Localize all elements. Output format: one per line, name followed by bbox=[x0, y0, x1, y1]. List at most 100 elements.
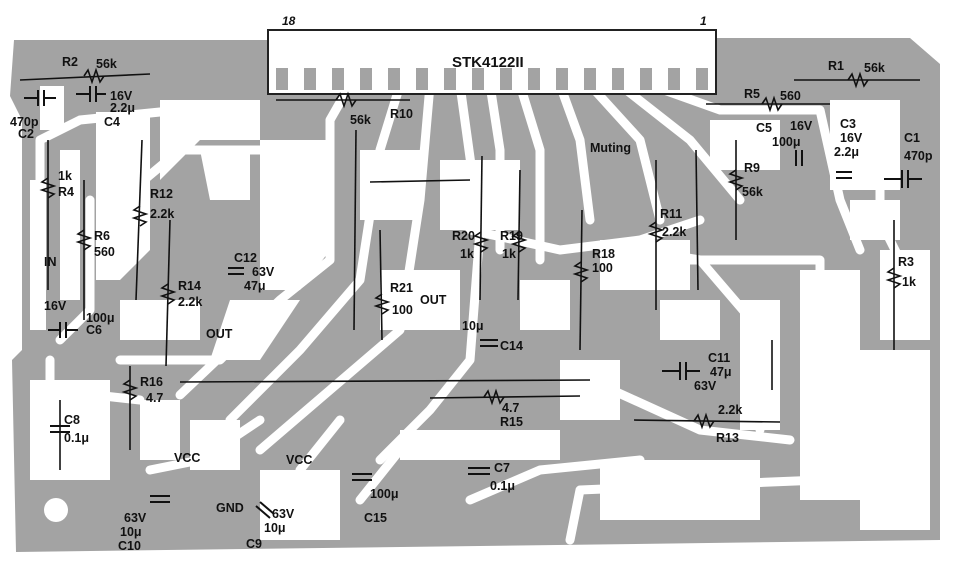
label-r21-value: 100 bbox=[392, 303, 413, 317]
label-c5-voltage: 16V bbox=[790, 119, 813, 133]
capacitor-c15 bbox=[352, 473, 372, 481]
resistor-r4 bbox=[39, 177, 57, 199]
capacitor-c8 bbox=[50, 425, 70, 433]
resistor-r14 bbox=[159, 283, 177, 305]
label-c2-value: 470p bbox=[10, 115, 39, 129]
label-r10-value: 56k bbox=[350, 113, 371, 127]
label-c11-value: 47μ bbox=[710, 365, 732, 379]
resistor-r20 bbox=[472, 231, 490, 253]
mounting-hole bbox=[44, 498, 68, 522]
label-c14-value: 10μ bbox=[462, 319, 484, 333]
label-c5-value: 100μ bbox=[772, 135, 801, 149]
capacitor-c3 bbox=[836, 171, 852, 179]
resistor-r11 bbox=[647, 221, 665, 243]
label-r6-value: 560 bbox=[94, 245, 115, 259]
resistor-r1 bbox=[847, 71, 869, 89]
label-r5-value: 560 bbox=[780, 89, 801, 103]
label-c7-value: 0.1μ bbox=[490, 479, 515, 493]
label-r9-value: 56k bbox=[742, 185, 763, 199]
label-gnd: GND bbox=[216, 501, 244, 515]
resistor-r13 bbox=[693, 412, 715, 430]
label-c3-value: 2.2μ bbox=[834, 145, 859, 159]
label-r18-value: 100 bbox=[592, 261, 613, 275]
label-r4: R4 bbox=[58, 185, 74, 199]
label-r4-value: 1k bbox=[58, 169, 72, 183]
capacitor-c12 bbox=[228, 267, 244, 275]
label-c12-value: 47μ bbox=[244, 279, 266, 293]
label-r10: R10 bbox=[390, 107, 413, 121]
label-r1: R1 bbox=[828, 59, 844, 73]
label-out-mid: OUT bbox=[420, 293, 447, 307]
ic-pins bbox=[276, 68, 708, 90]
resistor-r15 bbox=[483, 388, 505, 406]
label-c15: C15 bbox=[364, 511, 387, 525]
label-r5: R5 bbox=[744, 87, 760, 101]
label-out-left: OUT bbox=[206, 327, 233, 341]
label-c11-voltage: 63V bbox=[694, 379, 717, 393]
resistor-r21 bbox=[373, 293, 391, 315]
capacitor-c6 bbox=[48, 322, 78, 338]
label-c8-value: 0.1μ bbox=[64, 431, 89, 445]
label-c15-value: 100μ bbox=[370, 487, 399, 501]
label-c6-voltage: 16V bbox=[44, 299, 67, 313]
label-c4-voltage: 16V bbox=[110, 89, 133, 103]
label-r19: R19 bbox=[500, 229, 523, 243]
trace-gaps bbox=[30, 86, 930, 540]
label-muting: Muting bbox=[590, 141, 631, 155]
label-r9: R9 bbox=[744, 161, 760, 175]
label-c2: C2 bbox=[18, 127, 34, 141]
label-r3-value: 1k bbox=[902, 275, 916, 289]
label-r2: R2 bbox=[62, 55, 78, 69]
label-c4: C4 bbox=[104, 115, 120, 129]
ic-pin-right-label: 1 bbox=[700, 14, 707, 28]
label-c3-voltage: 16V bbox=[840, 131, 863, 145]
label-r11: R11 bbox=[660, 207, 682, 221]
label-r13: R13 bbox=[716, 431, 739, 445]
label-c14: C14 bbox=[500, 339, 523, 353]
ic-part-label: STK4122II bbox=[452, 54, 524, 71]
label-c8: C8 bbox=[64, 413, 80, 427]
component-labels: STK4122II 18 1 R2 56k 470p C2 16V 2.2μ C… bbox=[10, 14, 933, 553]
label-c10: C10 bbox=[118, 539, 141, 553]
capacitor-c1 bbox=[884, 170, 922, 188]
label-r2-value: 56k bbox=[96, 57, 117, 71]
resistor-r10 bbox=[335, 91, 357, 109]
capacitor-c10 bbox=[150, 495, 170, 503]
label-c11: C11 bbox=[708, 351, 730, 365]
label-r12-value: 2.2k bbox=[150, 207, 174, 221]
label-c9-value: 10μ bbox=[264, 521, 286, 535]
label-c3: C3 bbox=[840, 117, 856, 131]
label-vcc-right: VCC bbox=[286, 453, 312, 467]
resistor-r9 bbox=[727, 169, 745, 191]
label-c12-voltage: 63V bbox=[252, 265, 275, 279]
ic-pin-left-label: 18 bbox=[282, 14, 296, 28]
label-r16: R16 bbox=[140, 375, 163, 389]
label-c5: C5 bbox=[756, 121, 772, 135]
label-r6: R6 bbox=[94, 229, 110, 243]
label-vcc-left: VCC bbox=[174, 451, 200, 465]
label-r21: R21 bbox=[390, 281, 413, 295]
label-r15: R15 bbox=[500, 415, 523, 429]
resistor-r6 bbox=[75, 229, 93, 251]
label-r18: R18 bbox=[592, 247, 615, 261]
copper-traces bbox=[35, 80, 905, 545]
label-c9: C9 bbox=[246, 537, 262, 551]
label-r20: R20 bbox=[452, 229, 475, 243]
capacitor-c11 bbox=[662, 362, 700, 380]
capacitor-c9 bbox=[255, 501, 275, 519]
component-leads bbox=[19, 73, 920, 470]
label-c10-voltage: 63V bbox=[124, 511, 147, 525]
label-c10-value: 10μ bbox=[120, 525, 142, 539]
label-r16-value: 4.7 bbox=[146, 391, 163, 405]
label-r3: R3 bbox=[898, 255, 914, 269]
capacitor-c2 bbox=[24, 90, 56, 106]
label-c6-value: 100μ bbox=[86, 311, 115, 325]
resistor-r5 bbox=[761, 95, 783, 113]
capacitor-c14 bbox=[480, 339, 498, 347]
capacitor-c4 bbox=[76, 86, 106, 102]
label-c1-value: 470p bbox=[904, 149, 933, 163]
label-r15-value: 4.7 bbox=[502, 401, 519, 415]
resistor-r2 bbox=[83, 67, 105, 85]
capacitor-c7 bbox=[468, 467, 490, 475]
label-r20-value: 1k bbox=[460, 247, 474, 261]
